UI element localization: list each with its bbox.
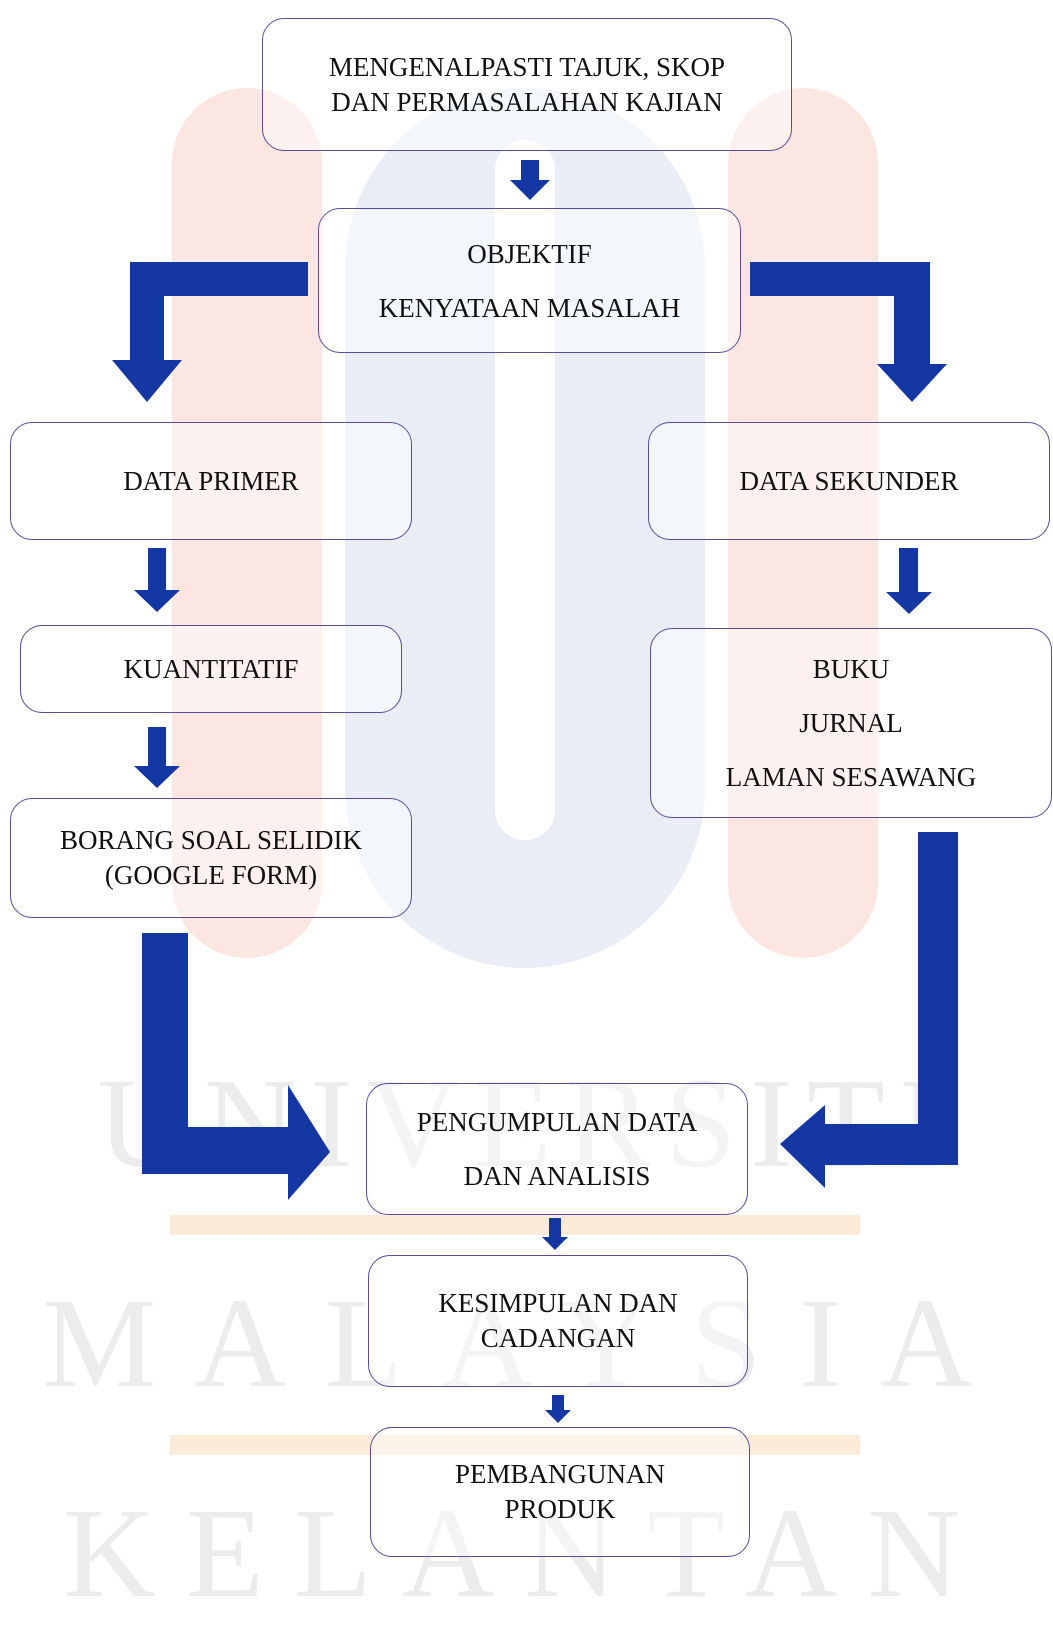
node-survey-line-2: (GOOGLE FORM) — [104, 860, 318, 890]
node-conclusion-line-2: CADANGAN — [480, 1323, 636, 1353]
node-quantitative: KUANTITATIF — [20, 625, 402, 713]
node-analysis-line-1: PENGUMPULAN DATA — [416, 1107, 698, 1137]
node-title-line-2: DAN PERMASALAHAN KAJIAN — [331, 86, 723, 117]
node-product-line-1: PEMBANGUNAN — [454, 1459, 665, 1489]
arrow-down-secondary-sources — [886, 548, 932, 614]
arrow-elbow-survey-analysis — [142, 933, 330, 1200]
arrow-down-quant-survey — [134, 727, 180, 788]
node-survey-form: BORANG SOAL SELIDIK (GOOGLE FORM) — [10, 798, 412, 918]
arrow-down-analysis-conclusion — [542, 1218, 568, 1250]
arrow-down-title-objective — [510, 160, 550, 200]
node-product-line-2: PRODUK — [504, 1494, 616, 1524]
arrow-down-conclusion-product — [545, 1395, 571, 1423]
node-objective-line-1: OBJEKTIF — [467, 238, 592, 269]
arrow-elbow-to-primary — [112, 262, 308, 402]
node-title: MENGENALPASTI TAJUK, SKOP DAN PERMASALAH… — [262, 18, 792, 151]
watermark-band — [170, 1215, 860, 1235]
node-primary-data: DATA PRIMER — [10, 422, 412, 540]
node-conclusion: KESIMPULAN DAN CADANGAN — [368, 1255, 748, 1387]
node-secondary-sources: BUKU JURNAL LAMAN SESAWANG — [650, 628, 1052, 818]
arrow-elbow-to-secondary — [750, 262, 947, 402]
node-analysis-line-2: DAN ANALISIS — [463, 1161, 651, 1191]
node-sources-line-2: JURNAL — [799, 708, 903, 738]
node-data-analysis: PENGUMPULAN DATA DAN ANALISIS — [366, 1083, 748, 1215]
watermark-logo-right-stroke — [728, 88, 878, 958]
watermark-logo-left-stroke — [172, 88, 322, 958]
node-conclusion-line-1: KESIMPULAN DAN — [438, 1288, 678, 1318]
node-sources-line-3: LAMAN SESAWANG — [725, 762, 977, 792]
node-primary-data-label: DATA PRIMER — [123, 465, 299, 496]
watermark-band — [170, 1435, 860, 1455]
node-product-development: PEMBANGUNAN PRODUK — [370, 1427, 750, 1557]
arrow-elbow-sources-analysis — [780, 832, 958, 1188]
node-objective: OBJEKTIF KENYATAAN MASALAH — [318, 208, 741, 353]
watermark-text-malaysia: MALAYSIA — [42, 1272, 1011, 1414]
watermark-logo-center-gap — [495, 140, 555, 840]
arrow-down-primary-quant — [134, 548, 180, 612]
node-survey-line-1: BORANG SOAL SELIDIK — [60, 825, 362, 855]
node-sources-line-1: BUKU — [812, 654, 890, 684]
node-title-line-1: MENGENALPASTI TAJUK, SKOP — [328, 51, 726, 82]
node-secondary-data-label: DATA SEKUNDER — [739, 465, 959, 496]
node-objective-line-2: KENYATAAN MASALAH — [378, 292, 681, 323]
flow-arrows — [112, 160, 958, 1423]
node-secondary-data: DATA SEKUNDER — [648, 422, 1050, 540]
node-quantitative-label: KUANTITATIF — [123, 653, 299, 684]
